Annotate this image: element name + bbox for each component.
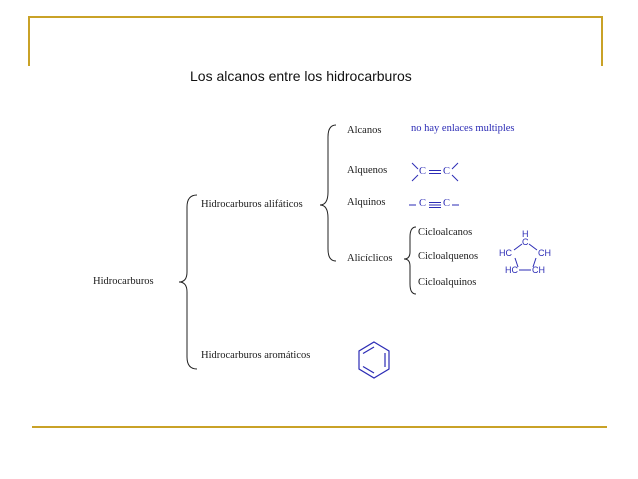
alkenes-label: Alquenos	[347, 165, 388, 176]
ring-label-hc-bottom: HC	[505, 265, 518, 275]
ring-label-ch-bottom: CH	[532, 265, 545, 275]
ring-label-c: C	[522, 237, 529, 247]
benzene-icon	[358, 341, 390, 379]
alicyclic-item: Cicloalquenos	[418, 251, 479, 262]
alkyne-carbon-right: C	[443, 198, 451, 209]
aliphatic-label: Hidrocarburos alifáticos	[201, 199, 303, 210]
alkene-carbon-left: C	[419, 166, 427, 177]
alicyclic-label: Alicíclicos	[347, 253, 393, 264]
alicyclic-bracket	[403, 226, 417, 295]
ring-label-ch-right: CH	[538, 248, 551, 258]
aromatic-label: Hidrocarburos aromáticos	[201, 350, 311, 361]
root-label: Hidrocarburos	[93, 276, 154, 287]
frame-top-line	[28, 16, 603, 18]
frame-left-line	[28, 16, 30, 66]
cyclopentene-bonds	[513, 243, 538, 271]
aliphatic-bracket	[319, 124, 337, 262]
alkyne-carbon-left: C	[419, 198, 427, 209]
alkanes-note: no hay enlaces multiples	[411, 123, 515, 134]
ring-label-hc-left: HC	[499, 248, 512, 258]
frame-bottom-line	[32, 426, 607, 428]
alicyclic-item: Cicloalcanos	[418, 227, 473, 238]
alicyclic-item: Cicloalquinos	[418, 277, 477, 288]
frame-right-line	[601, 16, 603, 66]
triple-bond-glyph	[409, 202, 459, 208]
double-bond-glyph	[411, 162, 459, 182]
ring-label-h: H	[522, 229, 529, 239]
root-bracket	[178, 194, 198, 370]
page-title: Los alcanos entre los hidrocarburos	[190, 68, 412, 84]
alkanes-label: Alcanos	[347, 125, 382, 136]
alkene-carbon-right: C	[443, 166, 451, 177]
alkynes-label: Alquinos	[347, 197, 386, 208]
